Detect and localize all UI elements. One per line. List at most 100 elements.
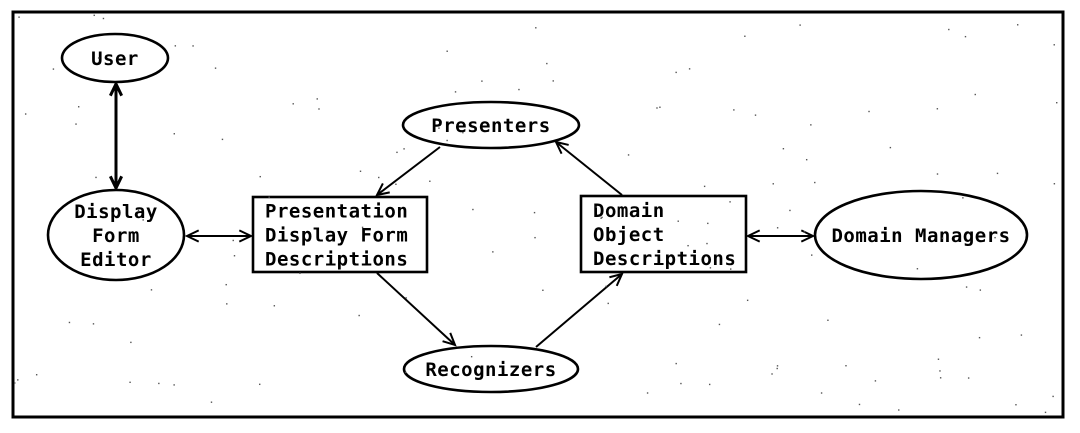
noise-speck: [259, 175, 261, 178]
noise-speck: [535, 27, 537, 29]
noise-speck: [677, 220, 679, 222]
noise-speck: [1056, 102, 1058, 104]
noise-speck: [772, 183, 774, 185]
noise-speck: [967, 377, 970, 379]
presentation-display-form-descriptions-label-line: Display Form: [265, 225, 408, 247]
arrowhead-icon: [108, 175, 124, 192]
noise-speck: [18, 16, 20, 18]
arrowhead-icon: [238, 229, 254, 243]
noise-speck: [746, 299, 749, 302]
noise-speck: [718, 323, 721, 326]
noise-speck: [703, 185, 706, 188]
noise-speck: [974, 93, 976, 96]
noise-speck: [1015, 404, 1017, 406]
noise-speck: [936, 173, 939, 175]
edge-line: [376, 146, 441, 196]
arrowhead-icon: [554, 140, 569, 155]
noise-speck: [95, 176, 97, 179]
display-form-editor-label-line: Display: [74, 201, 158, 223]
noise-speck: [776, 365, 779, 367]
noise-speck: [429, 180, 431, 182]
noise-speck: [259, 383, 261, 386]
noise-speck: [142, 219, 144, 221]
diagram-frame: [11, 10, 1065, 419]
noise-speck: [75, 123, 77, 125]
noise-speck: [232, 239, 234, 242]
noise-speck: [552, 80, 554, 82]
display-form-editor-ellipse: [46, 188, 186, 282]
noise-speck: [820, 392, 823, 394]
noise-speck: [233, 255, 236, 257]
noise-speck: [470, 355, 473, 358]
noise-speck: [173, 384, 175, 386]
noise-speck: [948, 28, 950, 31]
scan-noise: [14, 14, 1058, 414]
noise-speck: [941, 237, 944, 239]
noise-speck: [35, 374, 38, 376]
noise-speck: [680, 382, 682, 385]
edge-domain-object-descriptions-to-domain-managers: [745, 229, 816, 243]
presentation-display-form-descriptions-box: [251, 195, 429, 274]
noise-speck: [978, 336, 981, 339]
noise-speck: [936, 108, 939, 110]
noise-speck: [814, 181, 816, 184]
noise-speck: [605, 285, 607, 288]
noise-speck: [92, 323, 95, 325]
noise-speck: [646, 392, 649, 394]
noise-speck: [1053, 44, 1055, 46]
arrowhead-icon: [184, 229, 200, 243]
edge-user-to-display-form-editor: [108, 80, 124, 192]
recognizers-ellipse: [402, 344, 580, 394]
noise-speck: [129, 381, 131, 384]
noise-speck: [174, 45, 177, 47]
noise-speck: [733, 109, 735, 111]
node-recognizers: Recognizers: [402, 344, 580, 394]
noise-speck: [627, 154, 630, 156]
noise-speck: [730, 268, 732, 270]
user-ellipse: [60, 32, 170, 84]
noise-speck: [1053, 183, 1056, 185]
node-user: User: [60, 32, 170, 84]
noise-speck: [827, 319, 829, 321]
edge-domain-object-descriptions-to-presenters: [554, 140, 623, 196]
edge-presentation-display-form-descriptions-to-recognizers: [376, 272, 457, 347]
noise-speck: [481, 80, 483, 82]
noise-speck: [93, 14, 95, 17]
noise-speck: [845, 365, 847, 367]
noise-speck: [77, 106, 80, 108]
node-domain-managers: Domain Managers: [813, 189, 1029, 281]
edge-recognizers-to-domain-object-descriptions: [535, 272, 624, 348]
noise-speck: [1020, 334, 1023, 336]
noise-speck: [462, 131, 464, 134]
noise-speck: [534, 236, 536, 239]
noise-speck: [454, 91, 457, 93]
arrowhead-icon: [442, 332, 457, 347]
noise-speck: [226, 303, 228, 305]
noise-speck: [358, 314, 360, 317]
noise-speck: [707, 222, 709, 225]
noise-speck: [273, 305, 276, 307]
noise-speck: [361, 226, 364, 229]
noise-speck: [173, 133, 175, 135]
noise-speck: [326, 230, 328, 233]
noise-speck: [378, 176, 380, 179]
noise-speck: [744, 35, 746, 37]
edge-line: [555, 141, 623, 196]
noise-speck: [192, 45, 194, 47]
noise-speck: [799, 24, 801, 26]
noise-speck: [472, 208, 474, 211]
noise-speck: [518, 88, 520, 91]
noise-speck: [1052, 395, 1054, 398]
noise-speck: [600, 217, 602, 219]
presenters-ellipse: [401, 100, 581, 150]
user-label-line: User: [91, 48, 139, 70]
noise-speck: [396, 151, 398, 154]
nodes-layer: UserDisplayFormEditorPresentationDisplay…: [46, 32, 1029, 394]
noise-speck: [811, 254, 813, 256]
noise-speck: [939, 377, 942, 379]
presenters-label-line: Presenters: [431, 115, 550, 137]
edge-display-form-editor-to-presentation-display-form-descriptions: [184, 229, 254, 243]
noise-speck: [937, 358, 940, 360]
noise-speck: [607, 302, 609, 305]
